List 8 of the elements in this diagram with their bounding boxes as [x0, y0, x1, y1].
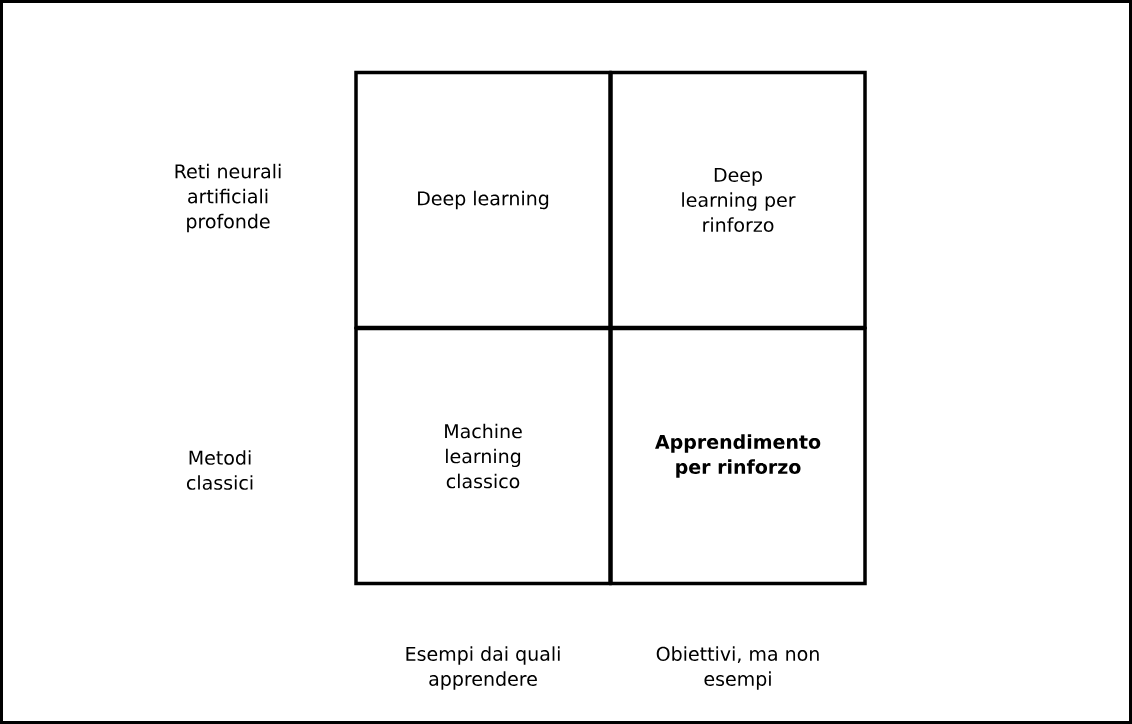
quadrant-cell: Deep learning per rinforzo [609, 70, 867, 330]
quadrant-cell: Machine learning classico [354, 326, 612, 586]
axis-label: Metodi classici [186, 450, 253, 490]
quadrant-cell: Deep learning [354, 70, 612, 330]
axis-label: Obiettivi, ma non esempi [656, 646, 819, 690]
axis-label: Reti neurali artificiali profonde [175, 163, 281, 233]
quadrant-cell: Apprendimento per rinforzo [609, 326, 867, 586]
axis-label: Esempi dai quali apprendere [406, 646, 560, 690]
